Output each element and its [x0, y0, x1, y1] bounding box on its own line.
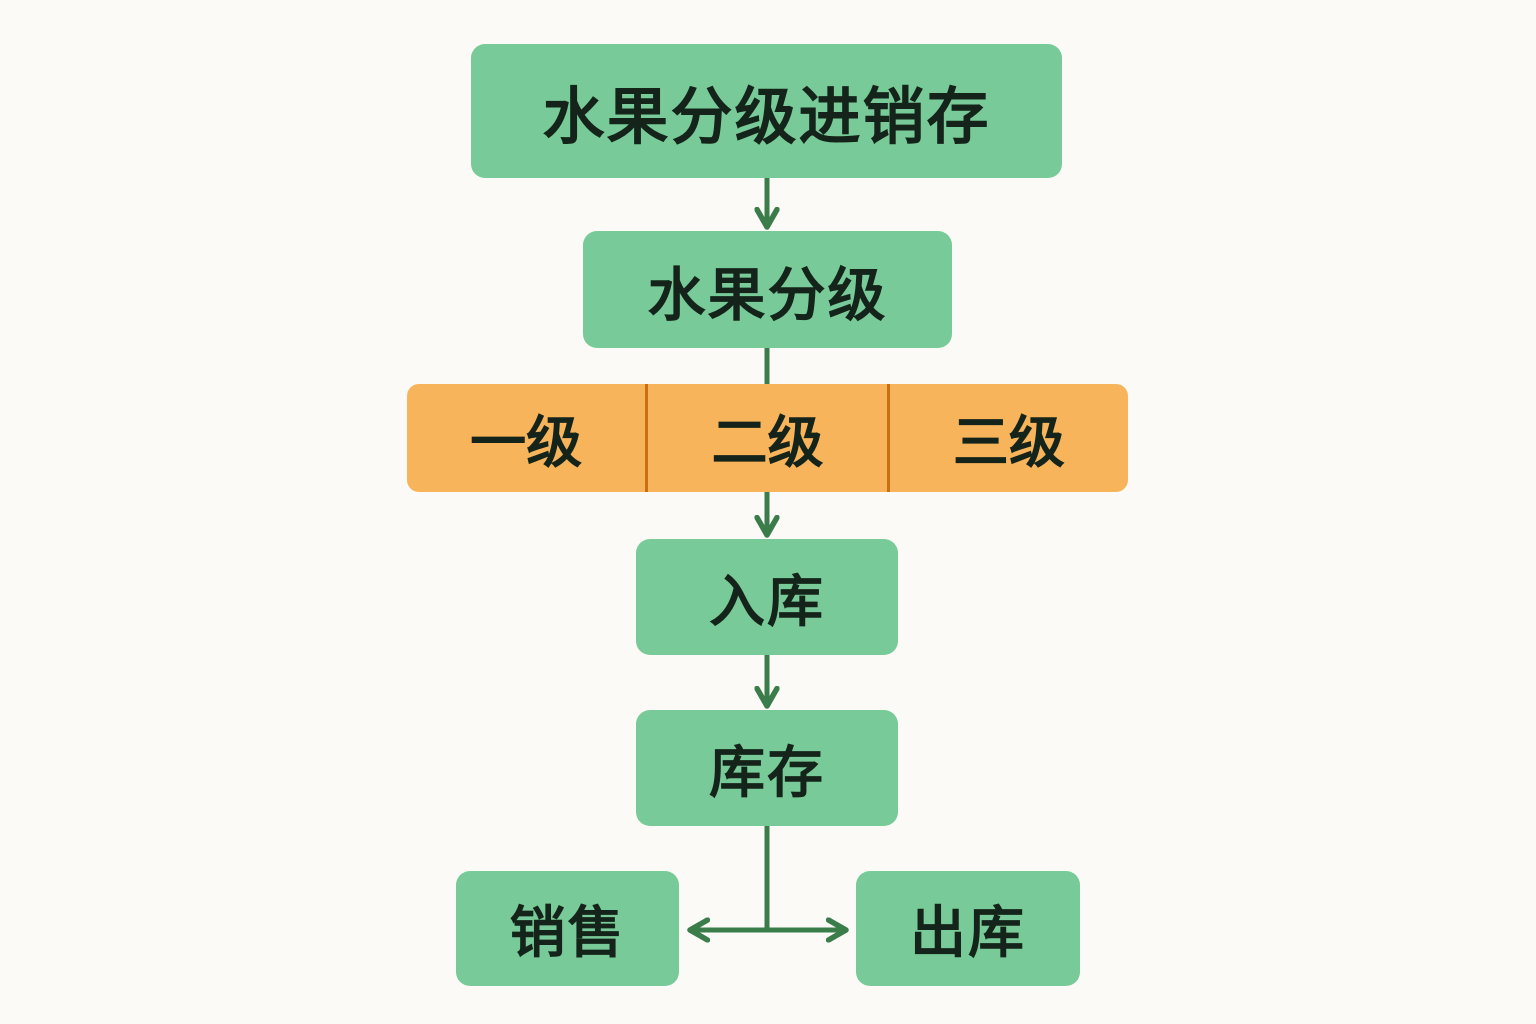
grades-bar: 一级 二级 三级 — [407, 384, 1128, 492]
node-title: 水果分级进销存 — [471, 44, 1062, 178]
grade-3: 三级 — [886, 384, 1128, 492]
grade-2: 二级 — [645, 384, 886, 492]
node-outbound: 出库 — [856, 871, 1080, 986]
grade-1: 一级 — [470, 410, 583, 476]
node-inbound: 入库 — [636, 539, 898, 655]
node-inventory: 库存 — [636, 710, 898, 826]
node-sales: 销售 — [456, 871, 679, 986]
node-grading: 水果分级 — [583, 231, 952, 348]
